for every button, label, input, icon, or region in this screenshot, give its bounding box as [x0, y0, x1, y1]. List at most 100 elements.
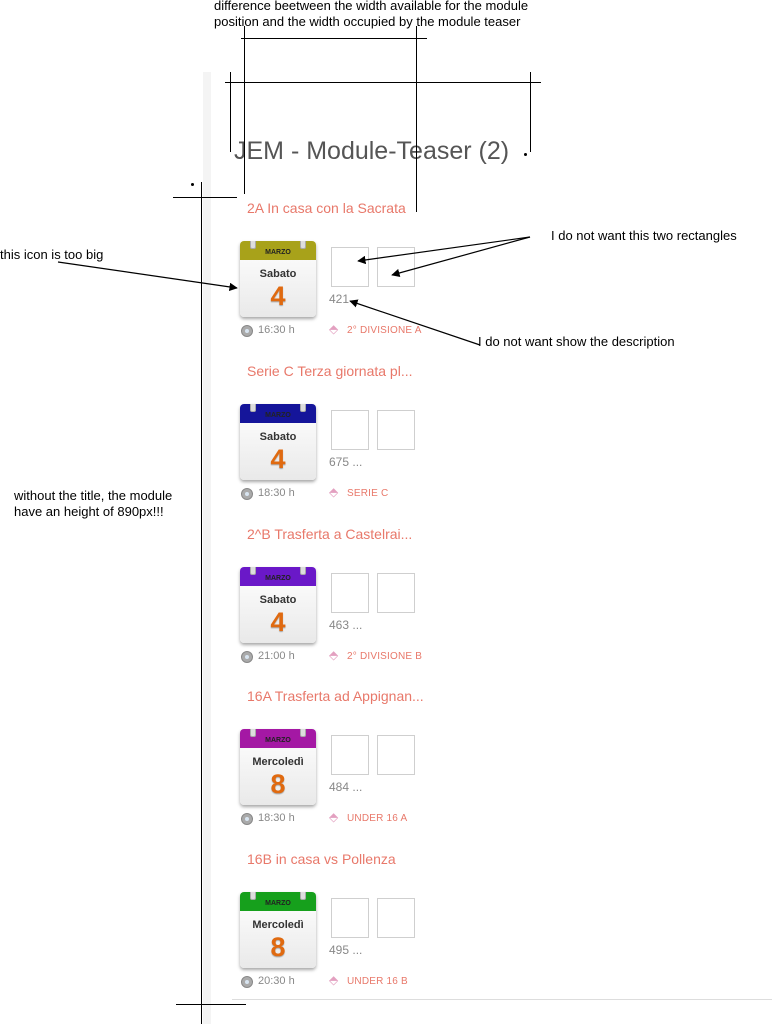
event-description: 675 ...	[329, 455, 363, 469]
image-placeholder	[377, 247, 415, 287]
event-title-link[interactable]: 2^B Trasferta a Castelrai...	[247, 526, 413, 542]
module-bottom-rule	[232, 999, 772, 1000]
annotation-line	[176, 1004, 246, 1005]
calendar-weekday: Sabato	[259, 594, 297, 606]
image-placeholder	[377, 410, 415, 450]
annotation-icon: this icon is too big	[0, 247, 104, 262]
annotation-height-line2: have an height of 890px!!!	[14, 504, 164, 519]
module-title: JEM - Module-Teaser (2)	[234, 137, 510, 165]
annotation-description: I do not want show the description	[478, 334, 675, 349]
calendar-ring	[300, 241, 306, 249]
calendar-ring	[250, 404, 256, 412]
calendar-ring	[300, 729, 306, 737]
annotation-dot	[524, 153, 527, 156]
calendar-ring	[300, 892, 306, 900]
tag-icon: ⬘	[329, 973, 339, 987]
event-description: 463 ...	[329, 618, 363, 632]
calendar-icon: MARZO Sabato 4	[240, 404, 316, 480]
calendar-day-number: 8	[270, 769, 286, 799]
annotation-rectangles: I do not want this two rectangles	[551, 228, 737, 243]
event-time: 18:30 h	[258, 487, 295, 499]
tag-icon: ⬘	[329, 648, 339, 662]
image-placeholder	[331, 573, 369, 613]
image-placeholder	[377, 898, 415, 938]
annotation-line	[225, 82, 541, 83]
annotation-line	[230, 72, 231, 152]
calendar-icon: MARZO Sabato 4	[240, 567, 316, 643]
calendar-day-number: 4	[270, 444, 286, 474]
calendar-weekday: Sabato	[259, 268, 297, 280]
event-title-link[interactable]: 2A In casa con la Sacrata	[247, 200, 406, 216]
calendar-weekday: Mercoledì	[252, 756, 304, 768]
event-description: 495 ...	[329, 943, 363, 957]
clock-icon	[241, 813, 253, 825]
event-description: 484 ...	[329, 780, 363, 794]
event-time: 16:30 h	[258, 324, 295, 336]
clock-icon	[241, 488, 253, 500]
calendar-ring	[300, 567, 306, 575]
image-placeholder	[331, 735, 369, 775]
calendar-header	[240, 404, 316, 423]
annotation-line	[244, 26, 245, 194]
event-category-link[interactable]: UNDER 16 B	[347, 976, 408, 987]
annotation-dot	[191, 183, 194, 186]
calendar-ring	[300, 404, 306, 412]
calendar-month: MARZO	[265, 412, 291, 419]
calendar-weekday: Mercoledì	[252, 919, 304, 931]
calendar-header	[240, 567, 316, 586]
calendar-ring	[250, 567, 256, 575]
calendar-ring	[250, 892, 256, 900]
tag-icon: ⬘	[329, 322, 339, 336]
annotation-line	[416, 26, 417, 212]
image-placeholder	[377, 735, 415, 775]
image-placeholder	[331, 410, 369, 450]
calendar-ring	[250, 729, 256, 737]
clock-icon	[241, 976, 253, 988]
calendar-weekday: Sabato	[259, 431, 297, 443]
calendar-month: MARZO	[265, 575, 291, 582]
sidebar-strip	[203, 72, 211, 1024]
calendar-day-number: 4	[270, 281, 286, 311]
annotation-width-line2: position and the width occupied by the m…	[214, 14, 521, 29]
event-title-link[interactable]: Serie C Terza giornata pl...	[247, 363, 413, 379]
event-title-link[interactable]: 16A Trasferta ad Appignan...	[247, 688, 424, 704]
calendar-ring	[250, 241, 256, 249]
calendar-month: MARZO	[265, 249, 291, 256]
calendar-day-number: 4	[270, 607, 286, 637]
image-placeholder	[331, 898, 369, 938]
event-category-link[interactable]: 2° DIVISIONE B	[347, 651, 423, 662]
arrow-to-description	[349, 299, 481, 346]
event-time: 18:30 h	[258, 812, 295, 824]
calendar-icon: MARZO Mercoledì 8	[240, 729, 316, 805]
event-time: 21:00 h	[258, 650, 295, 662]
image-placeholder	[377, 573, 415, 613]
clock-icon	[241, 325, 253, 337]
tag-icon: ⬘	[329, 485, 339, 499]
event-category-link[interactable]: 2° DIVISIONE A	[347, 325, 422, 336]
calendar-header	[240, 241, 316, 260]
event-title-link[interactable]: 16B in casa vs Pollenza	[247, 851, 396, 867]
arrow-to-rectangle-1	[357, 236, 531, 265]
annotation-line	[241, 38, 427, 39]
clock-icon	[241, 651, 253, 663]
event-description: 421	[329, 292, 350, 306]
arrow-to-rectangle-2	[391, 236, 531, 278]
calendar-month: MARZO	[265, 900, 291, 907]
annotation-height-line1: without the title, the module	[14, 488, 173, 503]
event-category-link[interactable]: UNDER 16 A	[347, 813, 408, 824]
annotation-width-line1: difference beetween the width available …	[214, 0, 529, 13]
annotation-line	[173, 197, 237, 198]
event-time: 20:30 h	[258, 975, 295, 987]
tag-icon: ⬘	[329, 810, 339, 824]
arrow-to-icon	[57, 261, 238, 292]
event-category-link[interactable]: SERIE C	[347, 488, 389, 499]
image-placeholder	[331, 247, 369, 287]
calendar-icon: MARZO Sabato 4	[240, 241, 316, 317]
calendar-header	[240, 892, 316, 911]
calendar-month: MARZO	[265, 737, 291, 744]
annotation-line	[530, 72, 531, 152]
calendar-day-number: 8	[270, 932, 286, 962]
calendar-icon: MARZO Mercoledì 8	[240, 892, 316, 968]
calendar-header	[240, 729, 316, 748]
